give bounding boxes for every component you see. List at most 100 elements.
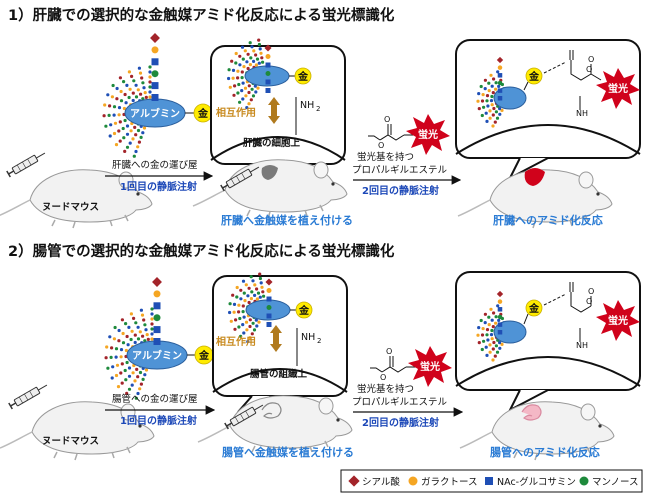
svg-text:O: O (588, 287, 594, 296)
glycan-dot (255, 324, 259, 328)
svg-text:NH: NH (576, 109, 588, 118)
glycan-dot (136, 88, 140, 92)
panel1-box-gold: 金 (297, 70, 309, 83)
glycan-dot (148, 80, 152, 84)
glycan-dot (244, 320, 249, 324)
glycan-dot (142, 318, 146, 322)
glycan-dot (492, 340, 496, 345)
glycan-dot (118, 76, 122, 80)
glycan-dot (144, 95, 148, 99)
glycan-dot (248, 336, 252, 340)
glycan-dot (241, 97, 245, 101)
glycan-dot (230, 59, 234, 63)
glycan-dot (240, 76, 244, 80)
glycan-dot (121, 341, 126, 345)
glycan-dot (236, 91, 240, 95)
glycan-dot (129, 312, 133, 316)
svg-text:2: 2 (316, 105, 320, 113)
legend: シアル酸 ガラクトース NAc-グルコサミン マンノース (340, 469, 643, 493)
glycan-dot (488, 350, 492, 354)
glycan-dot (113, 325, 117, 330)
glycan-dot (137, 140, 141, 144)
legend-glcnac-icon (485, 477, 493, 485)
glycan-dot (138, 330, 142, 334)
glycan-dot (148, 85, 152, 89)
panel1-result-gold: 金 (528, 70, 540, 83)
glycan-dot (136, 325, 140, 329)
glycan-dot (492, 106, 496, 111)
glycan-dot (107, 113, 111, 117)
glycan-galactose (266, 288, 272, 293)
glycan-dot (125, 83, 129, 87)
glycan-dot (231, 293, 235, 297)
glycan-dot (241, 304, 245, 308)
glycan-sialic (265, 278, 273, 286)
panel1-result-box: 金 O O 蛍光 NH (455, 39, 641, 181)
legend-mannose: マンノース (592, 477, 639, 488)
panel1-liver-red (524, 168, 545, 186)
glycan-dot (485, 333, 489, 337)
panel2-result-box: 金 O O 蛍光 NH (455, 271, 641, 413)
glycan-dot (244, 94, 248, 98)
glycan-mannose (497, 314, 503, 320)
glycan-glcnac (266, 313, 272, 319)
glycan-dot (110, 376, 114, 380)
glycan-dot (146, 337, 150, 341)
glycan-dot (253, 293, 257, 297)
glycan-dot (111, 365, 115, 369)
legend-mannose-icon (579, 476, 589, 486)
glycan-dot (249, 56, 253, 60)
glycan-dot (254, 63, 258, 67)
glycan-dot (490, 337, 494, 341)
glycan-dot (150, 322, 154, 326)
glycan-dot (497, 318, 501, 322)
glycan-dot (487, 323, 491, 327)
glycan-dot (127, 387, 132, 391)
glycan-dot (241, 279, 246, 283)
glycan-dot (139, 382, 143, 386)
panel2-implant: 腸管へ金触媒を植え付ける (222, 445, 354, 459)
glycan-dot (491, 347, 495, 351)
glycan-dot (252, 328, 257, 332)
panel1-second-injection: 2回目の静脈注射 (362, 184, 439, 197)
glycan-dot (246, 66, 250, 71)
svg-text:NH: NH (576, 341, 588, 350)
glycan-dot (132, 79, 136, 83)
glycan-dot (134, 396, 138, 400)
svg-text:O: O (586, 65, 592, 74)
glycan-dot (246, 52, 250, 56)
svg-text:O: O (380, 373, 386, 382)
panel2-second-injection: 2回目の静脈注射 (362, 416, 439, 429)
glycan-dot (145, 333, 149, 337)
panel1-carrier: 肝臓への金の運び屋 (112, 159, 198, 171)
glycan-dot (481, 327, 485, 331)
glycan-dot (133, 340, 137, 345)
glycan-glcnac (265, 88, 271, 93)
glycan-dot (492, 77, 496, 81)
glycan-dot (136, 375, 140, 379)
glycan-dot (243, 299, 247, 303)
glycan-dot (125, 124, 130, 128)
glycan-dot (249, 98, 253, 102)
glycan-dot (232, 93, 236, 97)
glycan-dot (242, 65, 246, 69)
glycan-dot (104, 124, 108, 128)
glycan-dot (498, 112, 502, 116)
glycan-dot (488, 116, 492, 120)
glycan-dot (238, 316, 242, 321)
glycan-dot (133, 379, 137, 383)
glycan-dot (119, 355, 123, 359)
glycan-dot (496, 70, 500, 74)
glycan-dot (121, 126, 125, 131)
glycan-dot (119, 371, 123, 375)
panel1-albumin-cluster: アルブミン 金 (102, 33, 213, 158)
glycan-dot (109, 355, 113, 359)
panel2-albumin-label: アルブミン (132, 349, 182, 362)
glycan-dot (228, 310, 232, 315)
glycan-dot (251, 94, 256, 98)
glycan-dot (131, 91, 135, 95)
glycan-dot (489, 307, 493, 311)
glycan-dot (134, 149, 138, 154)
glycan-dot (127, 95, 131, 100)
